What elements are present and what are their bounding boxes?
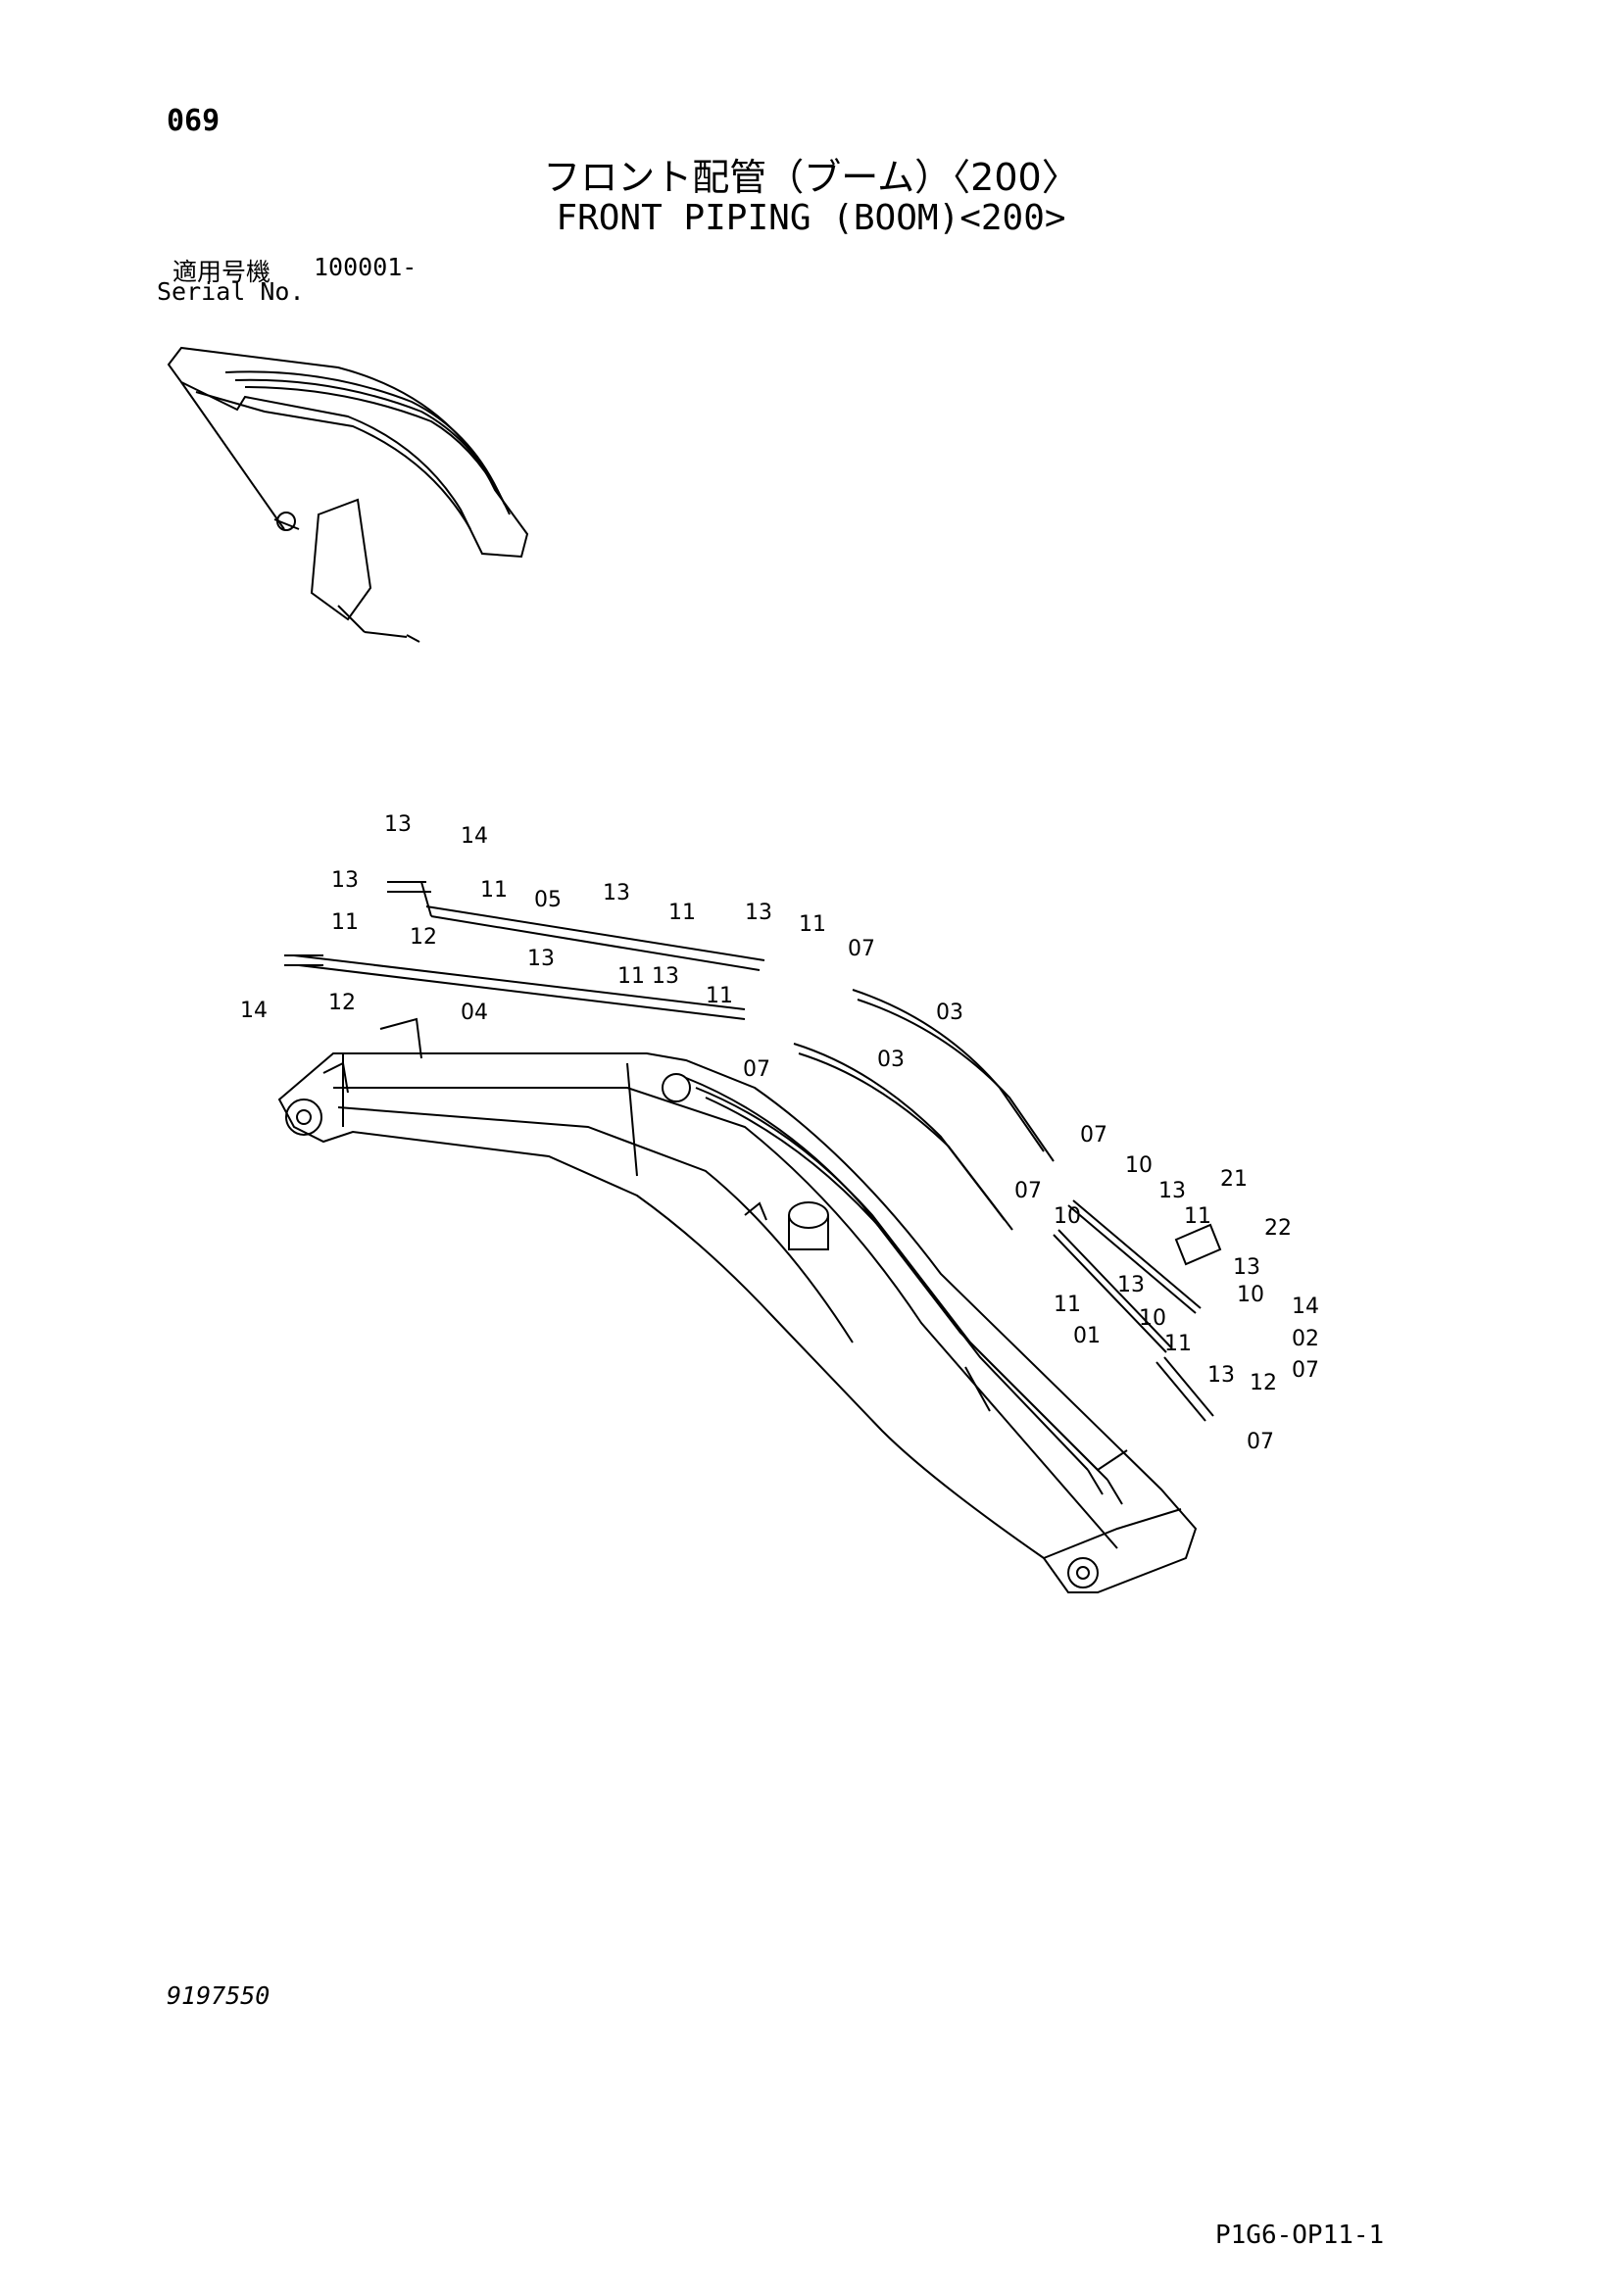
callout-label: 03 (877, 1048, 905, 1072)
callout-label: 13 (527, 947, 555, 971)
callout-label: 12 (328, 991, 356, 1015)
callout-label: 07 (1014, 1179, 1042, 1203)
callout-label: 13 (1158, 1179, 1186, 1203)
callout-label: 13 (1207, 1363, 1235, 1388)
callout-label: 04 (461, 1001, 488, 1025)
callout-label: 10 (1125, 1153, 1153, 1178)
callout-label: 01 (1073, 1324, 1101, 1348)
callout-label: 13 (384, 812, 412, 837)
callout-label: 12 (410, 925, 437, 950)
callout-label: 11 (799, 912, 826, 937)
callout-label: 13 (331, 868, 359, 893)
callout-label: 11 (706, 984, 733, 1008)
callout-label: 11 (617, 964, 645, 989)
drawing-number: 9197550 (167, 1981, 270, 2010)
callout-label: 11 (1164, 1332, 1192, 1356)
callout-label: 11 (480, 878, 508, 903)
callout-label: 13 (1233, 1255, 1260, 1280)
callout-label: 11 (1054, 1293, 1081, 1317)
callout-label: 11 (668, 901, 696, 925)
callout-label: 22 (1264, 1216, 1292, 1241)
page-number: 069 (167, 104, 221, 138)
callout-label: 10 (1054, 1204, 1081, 1229)
callout-label: 11 (331, 910, 359, 935)
callout-label: 07 (1292, 1358, 1319, 1383)
callout-label: 13 (603, 881, 630, 905)
title-japanese: フロント配管（ブーム）〈200〉 (543, 156, 1079, 199)
callout-label: 10 (1237, 1283, 1264, 1307)
callout-label: 02 (1292, 1327, 1319, 1351)
boom-assembly (277, 1017, 1198, 1593)
serial-label-english: Serial No. (157, 277, 305, 306)
overview-thumbnail (167, 346, 529, 643)
callout-label: 03 (936, 1001, 963, 1025)
callout-label: 21 (1220, 1167, 1248, 1192)
callout-label: 11 (1184, 1204, 1211, 1229)
callout-label: 07 (1247, 1430, 1274, 1454)
page-reference: P1G6-OP11-1 (1215, 2221, 1385, 2250)
callout-label: 13 (652, 964, 679, 989)
callout-label: 14 (1292, 1295, 1319, 1319)
callout-label: 13 (1117, 1273, 1145, 1297)
callout-label: 14 (240, 999, 268, 1023)
serial-label-japanese: 適用号機 (172, 258, 271, 286)
callout-label: 07 (848, 937, 875, 961)
callout-label: 05 (534, 888, 562, 912)
callout-label: 13 (745, 901, 772, 925)
callout-label: 12 (1250, 1371, 1277, 1395)
callout-label: 10 (1139, 1306, 1166, 1331)
callout-label: 14 (461, 824, 488, 849)
callout-label: 07 (1080, 1123, 1107, 1148)
callout-label: 07 (743, 1057, 770, 1082)
serial-number-value: 100001- (314, 253, 418, 281)
piping-lines (284, 881, 1222, 1422)
title-english: FRONT PIPING (BOOM)<200> (556, 198, 1066, 238)
